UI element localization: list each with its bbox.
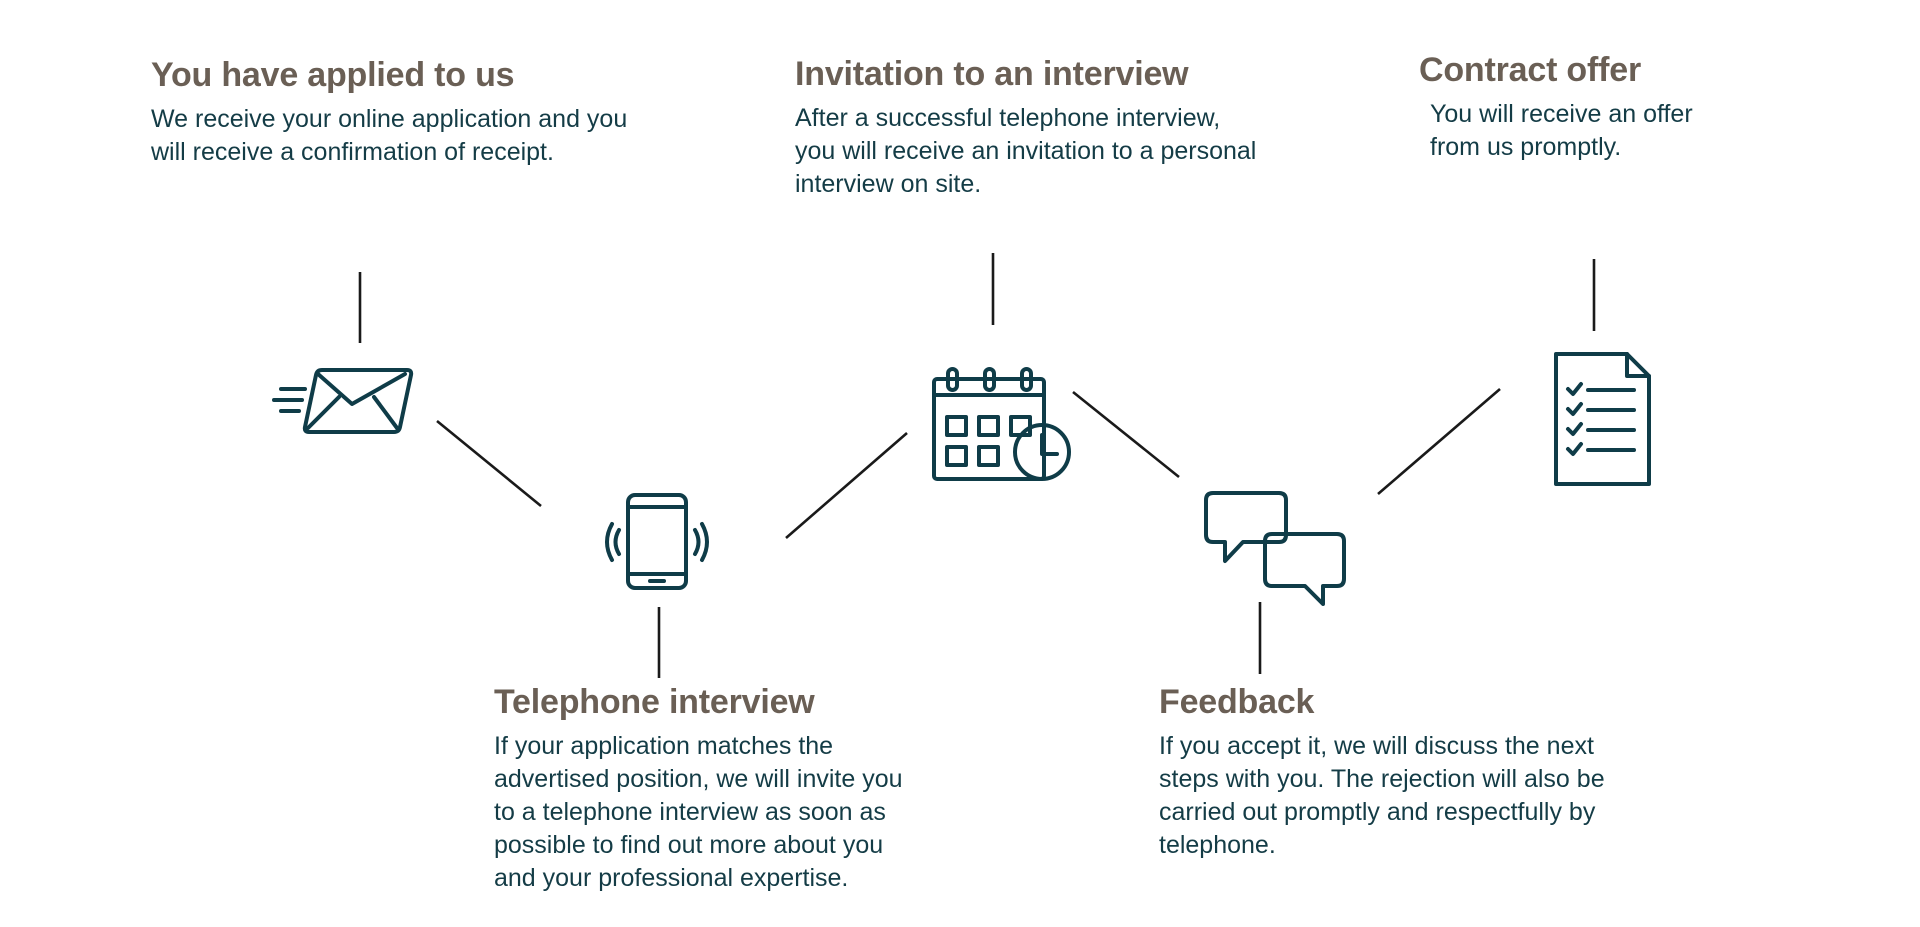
connector-chat-document xyxy=(1377,388,1501,495)
description-line: and your professional expertise. xyxy=(494,864,849,892)
description-line: After a successful telephone interview, xyxy=(795,104,1221,132)
chat-bubbles-icon xyxy=(1204,491,1346,606)
step-description: After a successful telephone interview, … xyxy=(795,102,1355,201)
description-line: to a telephone interview as soon as xyxy=(494,798,886,826)
step-applied: You have applied to us We receive your o… xyxy=(151,55,711,169)
description-line: carried out promptly and respectfully by xyxy=(1159,798,1596,826)
description-line: will receive a confirmation of receipt. xyxy=(151,138,554,166)
step-title: Invitation to an interview xyxy=(795,55,1189,93)
step-description: If you accept it, we will discuss the ne… xyxy=(1159,730,1679,862)
description-line: If you accept it, we will discuss the ne… xyxy=(1159,732,1594,760)
connector-envelope-phone xyxy=(436,419,542,508)
description-line: telephone. xyxy=(1159,831,1276,859)
step-invitation: Invitation to an interview After a succe… xyxy=(795,54,1355,201)
step-description: You will receive an offer from us prompt… xyxy=(1419,98,1839,164)
description-line: steps with you. The rejection will also … xyxy=(1159,765,1605,793)
description-line: interview on site. xyxy=(795,170,982,198)
description-line: We receive your online application and y… xyxy=(151,105,628,133)
step-description: If your application matches the advertis… xyxy=(494,730,994,895)
step-contract: Contract offer You will receive an offer… xyxy=(1419,50,1839,164)
description-line: If your application matches the xyxy=(494,732,834,760)
description-line: from us promptly. xyxy=(1430,133,1622,161)
calendar-clock-icon xyxy=(932,367,1071,481)
description-line: you will receive an invitation to a pers… xyxy=(795,137,1257,165)
checklist-document-icon xyxy=(1554,352,1651,486)
step-description: We receive your online application and y… xyxy=(151,103,711,169)
smartphone-icon xyxy=(605,493,709,590)
connector-calendar-chat xyxy=(1072,390,1180,479)
description-line: advertised position, we will invite you xyxy=(494,765,903,793)
step-telephone: Telephone interview If your application … xyxy=(494,682,994,895)
connector-phone-calendar xyxy=(785,432,908,539)
description-line: possible to find out more about you xyxy=(494,831,884,859)
step-title: Feedback xyxy=(1159,683,1315,721)
step-title: Contract offer xyxy=(1419,51,1641,89)
envelope-icon xyxy=(272,368,414,434)
step-feedback: Feedback If you accept it, we will discu… xyxy=(1159,682,1679,862)
step-title: Telephone interview xyxy=(494,683,815,721)
description-line: You will receive an offer xyxy=(1430,100,1693,128)
step-title: You have applied to us xyxy=(151,56,515,94)
